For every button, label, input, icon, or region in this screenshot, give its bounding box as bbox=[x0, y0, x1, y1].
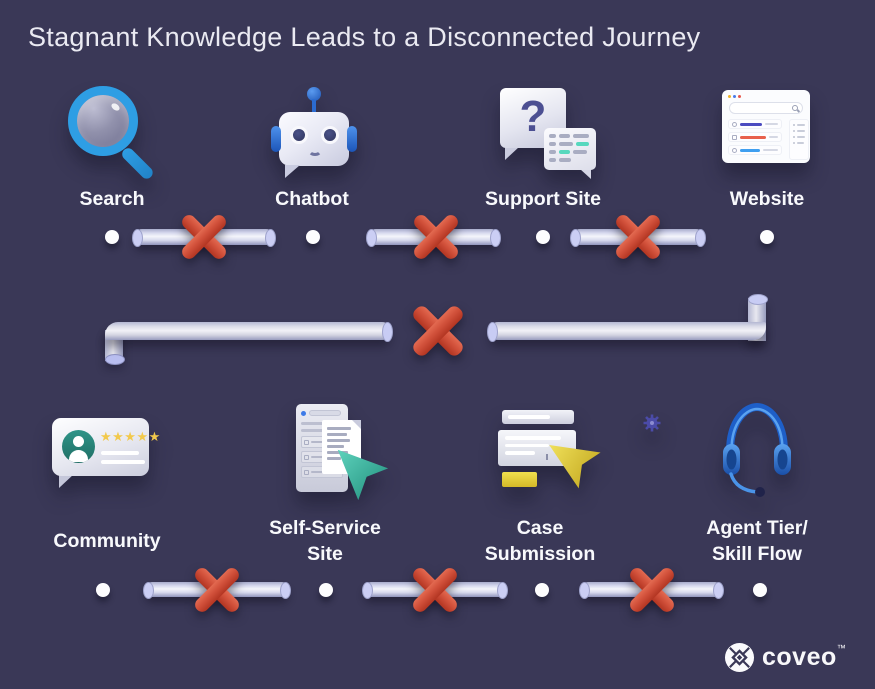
website-icon bbox=[722, 90, 814, 166]
coveo-logo-mark-icon bbox=[724, 642, 755, 673]
headset-graphic bbox=[723, 402, 791, 497]
browser-traffic-dots bbox=[728, 95, 741, 98]
label-self-service-site: Self-Service Site bbox=[269, 517, 381, 565]
user-avatar bbox=[62, 430, 95, 463]
robot-ear-right bbox=[347, 126, 357, 152]
elbow-pipe-right-horizontal bbox=[487, 322, 766, 342]
search-icon-small bbox=[792, 105, 798, 111]
cursor-arrow-teal-icon bbox=[337, 449, 389, 501]
headset-icon bbox=[718, 398, 796, 500]
case-submission-icon bbox=[498, 410, 608, 500]
mic-tip bbox=[755, 487, 765, 497]
sidebar-list bbox=[789, 119, 809, 160]
coveo-logo-text: coveo bbox=[762, 643, 837, 671]
review-text-line bbox=[101, 460, 145, 464]
broken-link-x-icon bbox=[411, 212, 461, 262]
journey-node-dot bbox=[306, 230, 320, 244]
review-text-line bbox=[101, 451, 139, 455]
broken-link-x-icon bbox=[627, 565, 677, 615]
robot-head bbox=[279, 112, 349, 166]
mic-boom bbox=[729, 472, 759, 494]
knowledge-document bbox=[322, 420, 361, 474]
label-chatbot: Chatbot bbox=[275, 188, 349, 210]
journey-node-dot bbox=[753, 583, 767, 597]
label-website: Website bbox=[729, 188, 805, 210]
journey-node-dot bbox=[535, 583, 549, 597]
page-title: Stagnant Knowledge Leads to a Disconnect… bbox=[28, 22, 701, 52]
gear-badge-icon bbox=[643, 414, 661, 432]
trademark-symbol: ™ bbox=[836, 643, 846, 653]
coveo-logo: coveo™ bbox=[724, 642, 846, 673]
search-bar bbox=[729, 102, 803, 114]
journey-node-dot bbox=[319, 583, 333, 597]
label-case-submission: Case Submission bbox=[484, 517, 596, 565]
label-search: Search bbox=[79, 188, 145, 210]
bubble-tail bbox=[285, 165, 300, 178]
elbow-pipe-left-horizontal bbox=[105, 322, 393, 342]
antenna-stem bbox=[312, 99, 316, 113]
rating-stars: ★★★★★ bbox=[100, 429, 161, 444]
robot-smile bbox=[308, 145, 322, 156]
cursor-arrow-yellow-icon bbox=[549, 444, 601, 489]
journey-node-dot bbox=[96, 583, 110, 597]
broken-link-x-icon bbox=[410, 303, 466, 359]
broken-link-x-icon bbox=[179, 212, 229, 262]
journey-node-dot bbox=[105, 230, 119, 244]
self-service-site-icon bbox=[296, 404, 661, 504]
community-icon: ★★★★★ bbox=[52, 418, 167, 493]
robot-eye-right bbox=[321, 126, 339, 144]
form-title-bar bbox=[502, 410, 574, 424]
question-mark: ? bbox=[519, 92, 547, 141]
journey-node-dot bbox=[760, 230, 774, 244]
bubble-tail bbox=[580, 169, 591, 179]
label-agent-tier-skill-flow: Agent Tier/ Skill Flow bbox=[706, 517, 808, 565]
search-icon bbox=[60, 84, 170, 182]
robot-ear-left bbox=[271, 126, 281, 152]
broken-link-x-icon bbox=[613, 212, 663, 262]
chatbot-icon bbox=[258, 84, 368, 179]
magnifier-handle bbox=[119, 145, 156, 182]
label-community: Community bbox=[53, 530, 161, 552]
submit-button-shape bbox=[502, 472, 537, 487]
bubble-tail bbox=[59, 474, 74, 488]
magnifier-lens bbox=[68, 86, 138, 156]
support-site-icon: ? bbox=[496, 86, 600, 181]
broken-link-x-icon bbox=[410, 565, 460, 615]
answer-bubble bbox=[544, 128, 596, 170]
broken-link-x-icon bbox=[192, 565, 242, 615]
antenna-ball bbox=[307, 87, 321, 101]
robot-eye-left bbox=[290, 126, 308, 144]
journey-node-dot bbox=[536, 230, 550, 244]
result-list bbox=[728, 119, 782, 158]
bubble-tail bbox=[505, 147, 519, 160]
label-support-site: Support Site bbox=[485, 188, 601, 210]
